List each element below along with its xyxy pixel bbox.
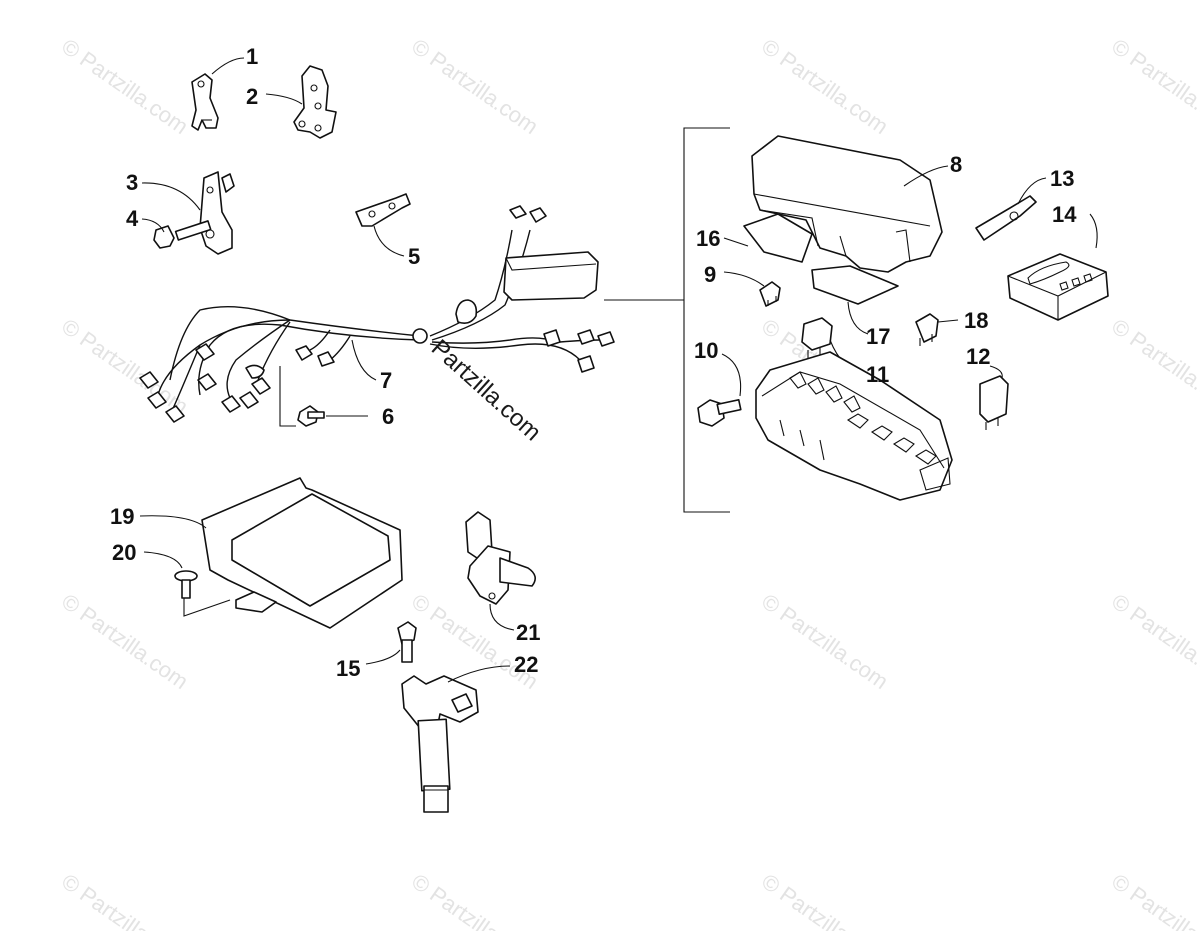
callout-13[interactable]: 13 bbox=[1050, 166, 1074, 191]
callout-20[interactable]: 20 bbox=[112, 540, 136, 565]
watermark: © Partzilla.com bbox=[1107, 589, 1200, 695]
leader-harness-bracket bbox=[279, 366, 296, 427]
part-12-relay[interactable] bbox=[979, 375, 1009, 430]
watermark: © Partzilla.com bbox=[407, 869, 543, 931]
callout-11[interactable]: 11 bbox=[866, 362, 889, 387]
callout-1[interactable]: 1 bbox=[246, 44, 258, 69]
watermark: © Partzilla.com bbox=[1107, 314, 1200, 420]
watermark: © Partzilla.com bbox=[57, 589, 193, 695]
callout-19[interactable]: 19 bbox=[110, 504, 134, 529]
part-14-spare-fuse-holder[interactable] bbox=[1007, 253, 1109, 321]
callout-3[interactable]: 3 bbox=[126, 170, 138, 195]
leader-ecu-bracket bbox=[183, 590, 231, 617]
leader-3 bbox=[141, 182, 201, 211]
callout-17[interactable]: 17 bbox=[866, 324, 890, 349]
callout-6[interactable]: 6 bbox=[382, 404, 394, 429]
leader-20 bbox=[143, 551, 183, 569]
part-9-fuse[interactable] bbox=[759, 281, 781, 307]
leader-9 bbox=[723, 271, 765, 287]
leader-5 bbox=[373, 225, 405, 257]
group-bracket bbox=[683, 127, 730, 513]
callout-15[interactable]: 15 bbox=[336, 656, 360, 681]
part-2-bracket[interactable] bbox=[293, 65, 337, 139]
leader-21 bbox=[489, 603, 515, 631]
callout-12[interactable]: 12 bbox=[966, 344, 990, 369]
watermark: © Partzilla.com bbox=[757, 34, 893, 140]
watermark-layer: © Partzilla.com © Partzilla.com © Partzi… bbox=[57, 34, 1200, 931]
callout-22[interactable]: 22 bbox=[514, 652, 538, 677]
leader-2 bbox=[265, 93, 303, 105]
leader-1 bbox=[211, 57, 245, 75]
part-5-bracket[interactable] bbox=[355, 193, 411, 227]
leader-4 bbox=[141, 218, 165, 233]
partzilla-watermark: Partzilla.com bbox=[426, 334, 546, 446]
callout-labels: 1 2 3 4 5 6 7 8 9 10 11 12 13 14 15 16 1… bbox=[110, 44, 1077, 681]
part-7-wire-harness[interactable] bbox=[139, 205, 615, 423]
watermark: © Partzilla.com bbox=[1107, 34, 1200, 140]
part-17-label-sheet[interactable] bbox=[811, 265, 899, 305]
part-15-bolt[interactable] bbox=[397, 621, 417, 663]
watermark: © Partzilla.com bbox=[757, 869, 893, 931]
part-1-bracket[interactable] bbox=[191, 73, 219, 131]
part-6-bolt[interactable] bbox=[297, 405, 325, 427]
leader-19 bbox=[139, 515, 207, 529]
leader-13 bbox=[1017, 177, 1047, 205]
callout-7[interactable]: 7 bbox=[380, 368, 392, 393]
callout-21[interactable]: 21 bbox=[516, 620, 540, 645]
callout-10[interactable]: 10 bbox=[694, 338, 718, 363]
callout-8[interactable]: 8 bbox=[950, 152, 962, 177]
part-3-bracket[interactable] bbox=[199, 171, 235, 255]
leader-14 bbox=[1089, 213, 1098, 249]
callout-2[interactable]: 2 bbox=[246, 84, 258, 109]
leader-18 bbox=[937, 319, 959, 323]
callout-5[interactable]: 5 bbox=[408, 244, 420, 269]
leader-16 bbox=[723, 237, 749, 247]
fuse-box-body[interactable] bbox=[755, 351, 953, 501]
part-16-label-sheet[interactable] bbox=[743, 213, 813, 263]
callout-4[interactable]: 4 bbox=[126, 206, 139, 231]
leader-7 bbox=[351, 339, 377, 381]
leader-12 bbox=[989, 365, 1003, 379]
watermark: © Partzilla.com bbox=[757, 589, 893, 695]
watermark: © Partzilla.com bbox=[407, 34, 543, 140]
callout-16[interactable]: 16 bbox=[696, 226, 720, 251]
part-21-sensor[interactable] bbox=[465, 511, 536, 605]
part-19-ecu[interactable] bbox=[201, 477, 403, 629]
part-4-bolt[interactable] bbox=[153, 220, 212, 249]
leader-17 bbox=[847, 301, 869, 335]
part-8-fuse-box-cover[interactable] bbox=[751, 135, 943, 273]
watermark: © Partzilla.com bbox=[57, 869, 193, 931]
part-18-fuse[interactable] bbox=[915, 313, 939, 346]
callout-18[interactable]: 18 bbox=[964, 308, 988, 333]
part-20-screw[interactable] bbox=[174, 570, 198, 599]
watermark: © Partzilla.com bbox=[1107, 869, 1200, 931]
callout-9[interactable]: 9 bbox=[704, 262, 716, 287]
leader-15 bbox=[365, 649, 401, 665]
part-13-fuse-puller[interactable] bbox=[975, 195, 1037, 241]
part-22-ignition-coil[interactable] bbox=[401, 675, 479, 813]
leader-22 bbox=[447, 665, 511, 683]
callout-14[interactable]: 14 bbox=[1052, 202, 1077, 227]
part-10-bolt[interactable] bbox=[697, 399, 742, 427]
leader-10 bbox=[721, 353, 742, 397]
watermark: © Partzilla.com bbox=[57, 34, 193, 140]
leader-8 bbox=[903, 165, 949, 187]
